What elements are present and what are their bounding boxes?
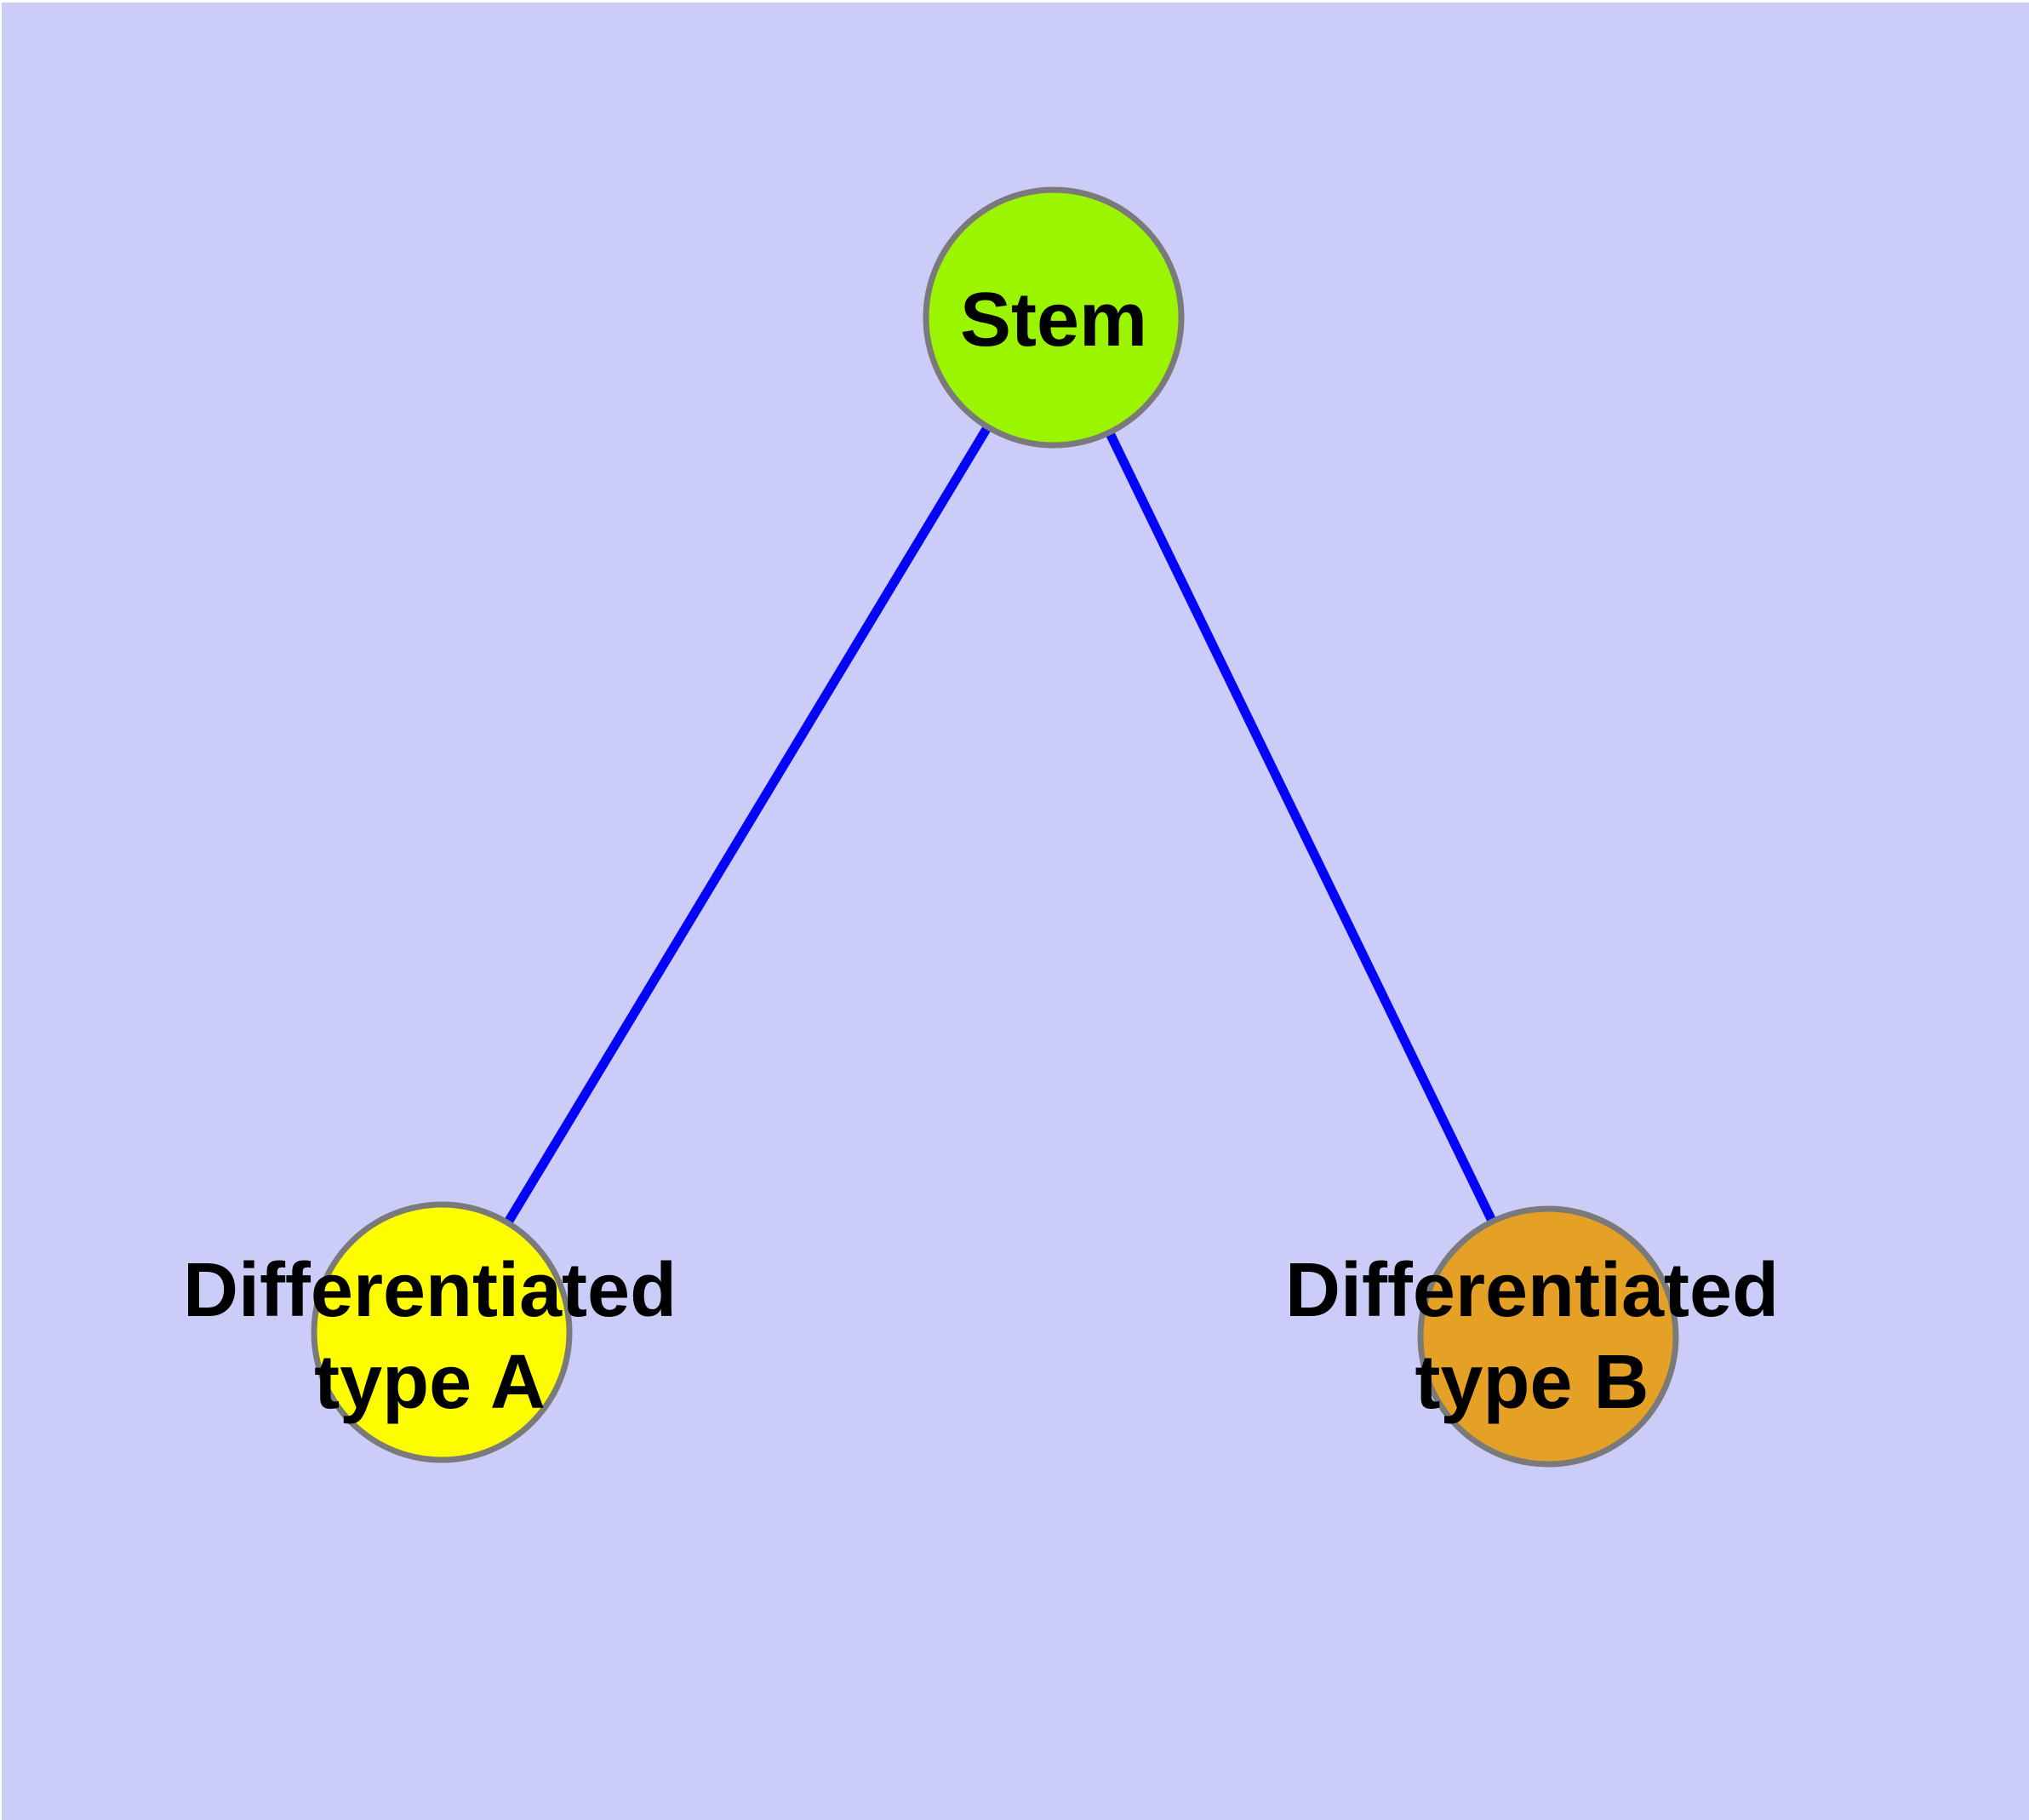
node-stem-circle (923, 186, 1185, 449)
edge-stem-to-type-b (1049, 315, 1552, 1339)
node-type-a-circle (311, 1201, 573, 1463)
top-margin-strip (0, 0, 2029, 3)
node-type-b-circle (1417, 1205, 1679, 1468)
left-margin-strip (0, 0, 2, 1820)
edge-stem-to-type-a (437, 315, 1058, 1335)
